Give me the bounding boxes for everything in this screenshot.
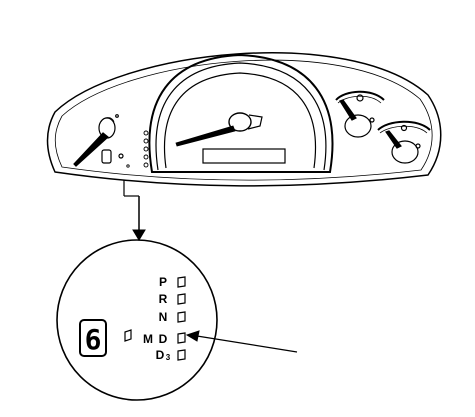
gear-lamp-p: [177, 276, 186, 288]
gear-lamp-d: [177, 332, 186, 344]
m-mode-label: M: [143, 332, 153, 346]
gear-label-r: R: [159, 292, 168, 306]
fuel-gauge-hub: [391, 140, 419, 164]
odometer-display: [202, 148, 286, 164]
gear-label-d3-sub: 3: [166, 353, 171, 362]
gear-label-n: N: [159, 310, 168, 324]
gear-lamp-d3: [177, 349, 186, 361]
cluster-indicator-dots: [126, 130, 149, 168]
left-gauge-icon: [101, 149, 112, 164]
gear-label-d: D: [159, 332, 168, 346]
speedometer-outer-bezel: [148, 53, 334, 173]
gear-lamp-r: [177, 293, 186, 305]
gear-digit-display: [79, 319, 107, 357]
left-gauge: [73, 114, 124, 167]
temp-gauge: [335, 90, 385, 138]
pointer-arrow: [185, 330, 298, 353]
gear-label-p: P: [159, 275, 167, 289]
magnified-circle: [56, 239, 218, 401]
left-gauge-needle: [73, 132, 109, 167]
m-mode-lamp: [124, 329, 132, 342]
gear-lamp-n: [177, 311, 186, 323]
temp-gauge-hub: [344, 114, 372, 138]
fuel-gauge: [377, 120, 431, 164]
gear-label-d3: D: [156, 348, 165, 362]
speedometer: [148, 53, 334, 173]
cluster-housing: [46, 52, 442, 187]
speedometer-hub: [228, 112, 252, 132]
magnified-view: 6 M P R N D D 3: [56, 239, 218, 401]
temp-gauge-needle: [339, 99, 357, 121]
gear-digit: 6: [85, 323, 102, 356]
callout-arrow: [123, 180, 146, 241]
fuel-gauge-needle: [385, 130, 402, 149]
speedometer-needle: [175, 125, 236, 147]
